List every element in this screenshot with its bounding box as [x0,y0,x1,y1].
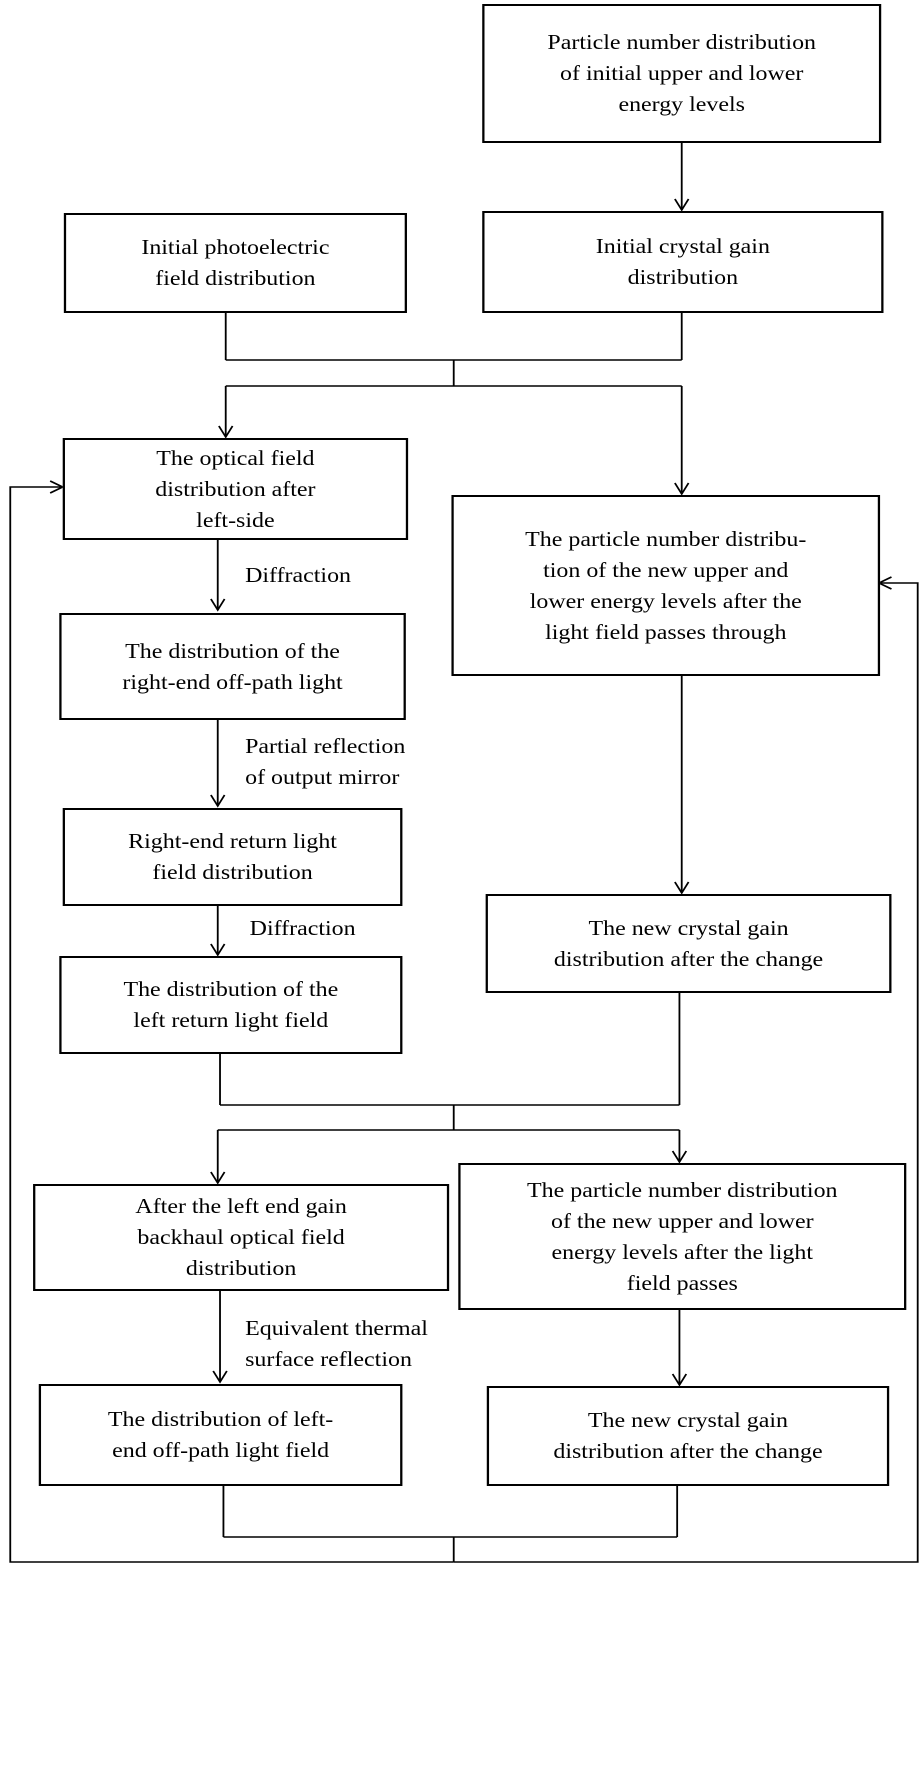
box-text: The particle number distribution of the … [527,1177,838,1295]
box-left-end-gain-backhaul: After the left end gain backhaul optical… [33,1184,450,1291]
box-new-crystal-gain-2: The new crystal gain distribution after … [486,1386,890,1486]
box-initial-particle-distribution: Particle number distribution of initial … [482,4,882,143]
box-text: The distribution of the left return ligh… [123,977,339,1032]
box-text: The new crystal gain distribution after … [553,915,824,971]
box-new-crystal-gain-1: The new crystal gain distribution after … [485,894,892,993]
box-text: The particle number distribu- tion of th… [525,526,807,644]
label-diffraction-1: Diffraction [245,563,352,587]
box-text: Initial photoelectric field distribution [141,235,330,290]
box-initial-photoelectric-field: Initial photoelectric field distribution [63,213,407,313]
box-text: Initial crystal gain distribution [595,234,770,289]
box-text: The distribution of left- end off-path l… [107,1407,334,1462]
label-partial-reflection: Partial reflection of output mirror [245,734,406,789]
box-optical-field-after-left-side: The optical field distribution after lef… [62,438,409,540]
box-text: After the left end gain backhaul optical… [135,1194,347,1280]
box-right-end-offpath-light: The distribution of the right-end off-pa… [59,613,406,720]
feedback-loop-right [453,576,919,1563]
box-text: Right-end return light field distributio… [128,829,337,884]
label-diffraction-2: Diffraction [249,916,356,940]
box-initial-crystal-gain: Initial crystal gain distribution [482,211,884,313]
box-particle-new-levels-through: The particle number distribu- tion of th… [451,495,881,676]
box-text: The new crystal gain distribution after … [553,1408,823,1463]
feedback-loop-left [9,480,454,1563]
box-text: The optical field distribution after lef… [155,445,316,532]
label-thermal-reflection: Equivalent thermal surface reflection [245,1316,428,1371]
box-text: The distribution of the right-end off-pa… [122,638,343,694]
box-right-end-return-light: Right-end return light field distributio… [62,808,403,906]
box-left-end-offpath-light-field: The distribution of left- end off-path l… [38,1384,403,1486]
box-particle-new-levels-passes: The particle number distribution of the … [458,1163,907,1310]
box-left-return-light-field: The distribution of the left return ligh… [59,956,403,1054]
box-text: Particle number distribution of initial … [547,30,817,116]
